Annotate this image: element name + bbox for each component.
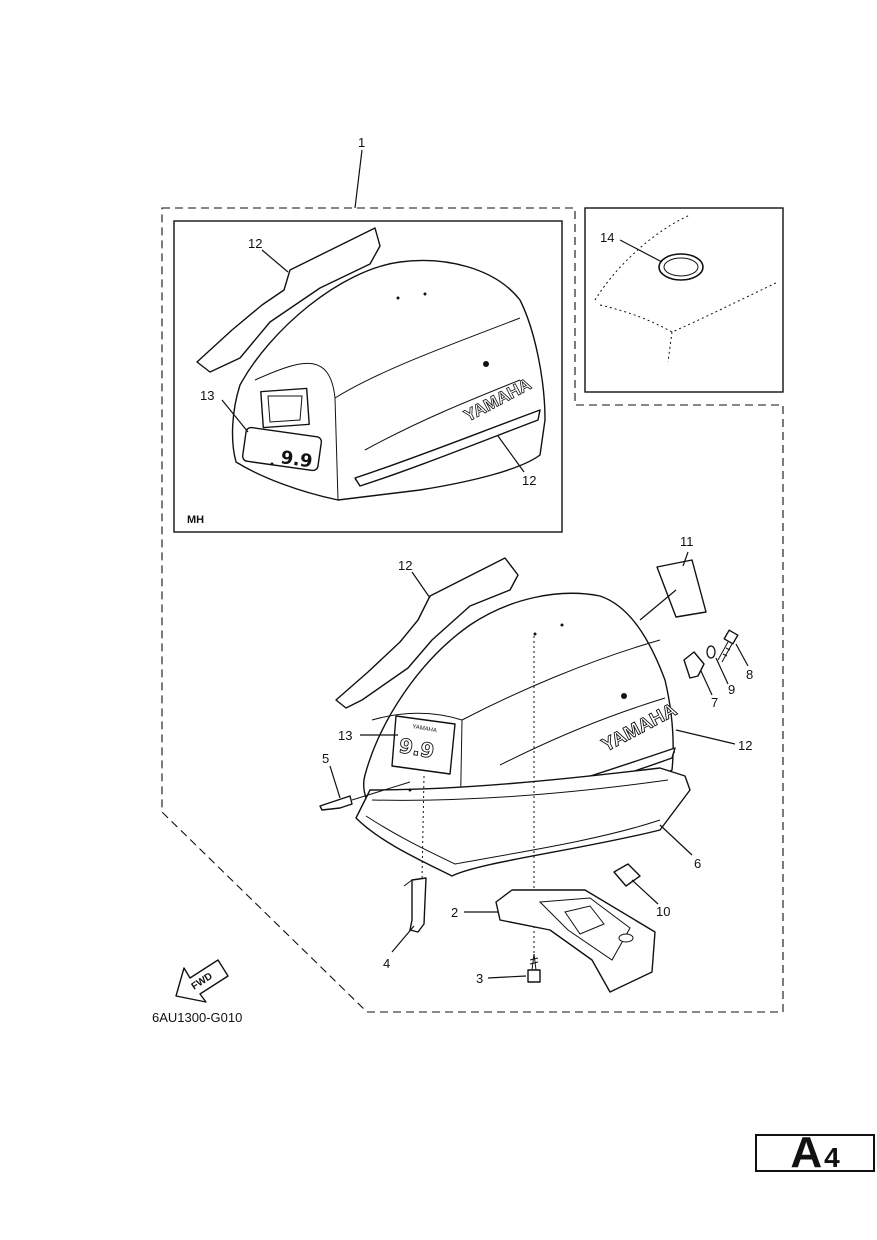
callout-12a: 12: [248, 236, 262, 251]
callout-10: 10: [656, 904, 670, 919]
callout-8: 8: [746, 667, 753, 682]
leader-14: [619, 239, 663, 263]
inset-14-outline: [594, 214, 779, 363]
part-2: [495, 889, 656, 993]
callout-6: 6: [694, 856, 701, 871]
callout-13b: 13: [338, 728, 352, 743]
main-badge-brand: YAMAHA: [412, 724, 438, 734]
part-5: [319, 781, 411, 811]
callout-9: 9: [728, 682, 735, 697]
main-cowling: 9.9 YAMAHA YAMAHA: [335, 557, 691, 960]
callout-3: 3: [476, 971, 483, 986]
part-11: [656, 559, 707, 618]
part-7: [683, 651, 705, 679]
callout-5: 5: [322, 751, 329, 766]
leader-1: [354, 149, 363, 209]
leader-13a: [221, 399, 249, 433]
part-8: [717, 629, 739, 663]
assembly-boundary: [161, 207, 784, 1013]
page-index-box: A 4: [755, 1128, 875, 1177]
page-index-letter: A: [790, 1128, 823, 1177]
inset-cowling: 9.9 YAMAHA: [196, 227, 546, 501]
part-4: [403, 877, 427, 933]
callout-2: 2: [451, 905, 458, 920]
leader-12b: [497, 435, 525, 473]
callout-12d: 12: [738, 738, 752, 753]
part-9: [706, 645, 716, 659]
leader-6: [659, 824, 693, 856]
callout-4: 4: [383, 956, 390, 971]
inset-14-frame: [584, 207, 784, 393]
part-3: [527, 953, 541, 983]
inset-badge-model: 9.9: [279, 447, 314, 472]
callout-7: 7: [711, 695, 718, 710]
callout-12b: 12: [522, 473, 536, 488]
main-badge-model: 9.9: [397, 733, 436, 763]
page-index-number: 4: [824, 1142, 840, 1173]
callout-12c: 12: [398, 558, 412, 573]
callout-1: 1: [358, 135, 365, 150]
leader-12d: [675, 729, 736, 745]
fwd-arrow-icon: FWD: [175, 959, 229, 1003]
inset-mh-label: MH: [187, 514, 204, 526]
part-10: [613, 863, 641, 887]
leader-11: [682, 551, 689, 567]
leader-12a: [261, 249, 289, 273]
diagram-code: 6AU1300-G010: [152, 1010, 242, 1025]
callout-14: 14: [600, 230, 614, 245]
callout-13a: 13: [200, 388, 214, 403]
leader-12c: [411, 571, 431, 599]
callout-11: 11: [680, 534, 694, 549]
